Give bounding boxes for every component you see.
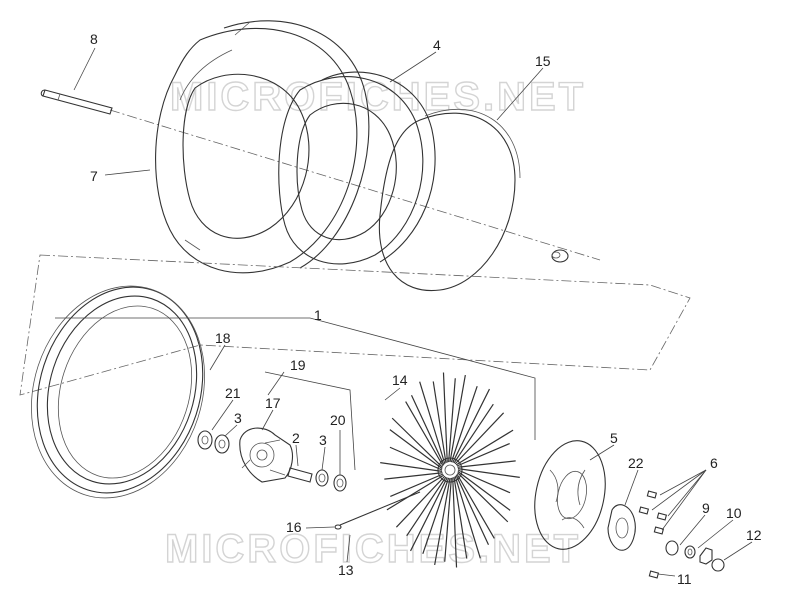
hub-part (239, 427, 294, 483)
label-10: 10 (726, 505, 742, 521)
label-20: 20 (330, 412, 346, 428)
label-8: 8 (90, 31, 98, 47)
brake-disc-part (534, 440, 606, 550)
label-21: 21 (225, 385, 241, 401)
axle-nut-set-part (665, 540, 725, 572)
spoke (448, 378, 456, 463)
spoke (453, 403, 494, 464)
spoke (452, 477, 458, 568)
spoke (457, 469, 511, 494)
label-11: 11 (677, 571, 692, 587)
label-17: 17 (265, 395, 281, 411)
axle-part (40, 89, 113, 115)
spoke (380, 462, 443, 472)
label-14: 14 (392, 372, 408, 388)
spoke (432, 381, 447, 464)
spoke (442, 372, 448, 463)
spoke (405, 401, 444, 467)
label-18: 18 (215, 330, 231, 346)
label-13: 13 (338, 562, 354, 578)
spoke (454, 475, 481, 559)
spoke (457, 472, 509, 523)
label-2: 2 (292, 430, 300, 446)
spoke (434, 477, 451, 566)
spoke (453, 476, 468, 559)
watermark-top: MICROFICHES.NET (170, 75, 586, 119)
bearing-set-left (197, 430, 230, 454)
spoke (450, 385, 478, 463)
label-3a: 3 (234, 410, 242, 426)
spoke (390, 473, 444, 498)
label-1: 1 (314, 307, 322, 323)
spoke (454, 412, 505, 465)
spoke (456, 442, 510, 467)
hub-spacer-part (287, 467, 347, 492)
label-5: 5 (610, 430, 618, 446)
label-15: 15 (535, 53, 551, 69)
label-19: 19 (290, 357, 306, 373)
label-7: 7 (90, 168, 98, 184)
label-3b: 3 (319, 432, 327, 448)
spoke (457, 460, 516, 468)
spoke (422, 477, 450, 555)
watermark-bottom: MICROFICHES.NET (165, 527, 581, 571)
spoke (409, 477, 448, 552)
rim-tape-part (378, 108, 521, 292)
spoke (395, 475, 446, 528)
spoked-hub-bore (444, 464, 456, 476)
spoke (406, 476, 447, 537)
spoked-hub-center (437, 457, 463, 483)
spoke (410, 395, 445, 466)
assembly-outline (19, 254, 691, 396)
spoke (444, 477, 452, 562)
label-12: 12 (746, 527, 762, 543)
spoke (389, 446, 443, 471)
spoke (449, 374, 466, 463)
axle-spacer-part (551, 249, 569, 263)
spoke (386, 474, 445, 511)
spoke (457, 470, 511, 511)
tire-part (155, 20, 370, 274)
spoke (419, 381, 446, 465)
spoke (384, 472, 443, 480)
spoke (455, 429, 514, 466)
spoke (457, 468, 520, 478)
inner-tube-part (278, 71, 436, 265)
spokes-group (380, 372, 520, 568)
spoke (452, 388, 491, 463)
disc-flange-part (607, 504, 636, 551)
spoke (389, 429, 443, 470)
label-16: 16 (286, 519, 302, 535)
spoke-nipple-part (334, 524, 342, 530)
spoke (455, 474, 490, 545)
disc-bolts-part (638, 490, 668, 579)
spoke (391, 417, 443, 468)
label-9: 9 (702, 500, 710, 516)
label-6: 6 (710, 455, 718, 471)
spoke-rod-part (339, 491, 421, 526)
label-22: 22 (628, 455, 644, 471)
label-4: 4 (433, 37, 441, 53)
axis-centerline (109, 109, 601, 261)
spoke (456, 473, 495, 539)
rim-part (31, 285, 205, 499)
leader-lines (55, 47, 753, 577)
